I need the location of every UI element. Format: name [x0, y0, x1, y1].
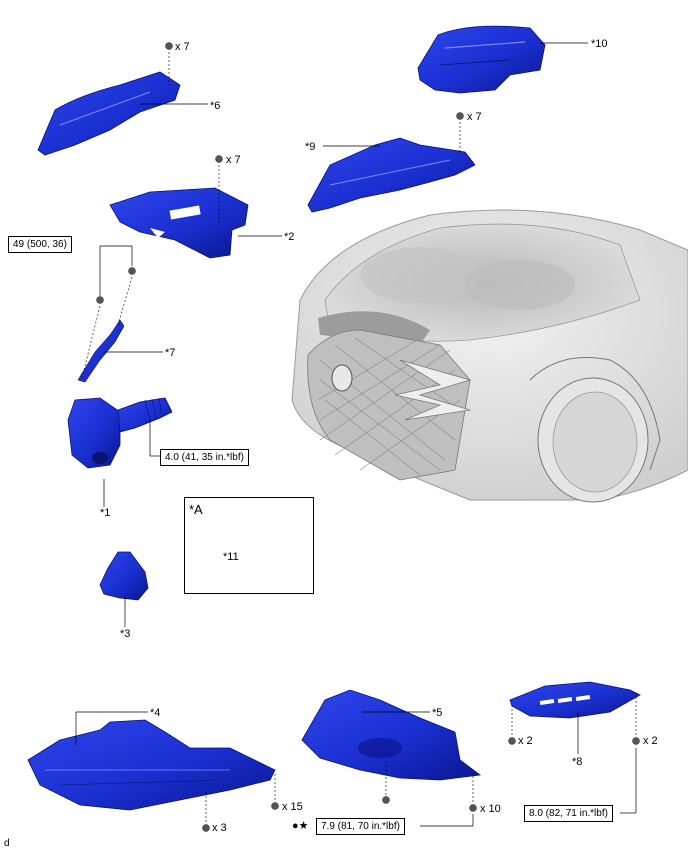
part-label-4: *4: [150, 707, 161, 719]
part-10-engine-cover: [417, 25, 546, 94]
part-3-bracket: [99, 551, 149, 601]
part-label-2: *2: [284, 231, 295, 243]
inset-detail-a: *A *11: [184, 497, 314, 594]
part-8-plate: [509, 681, 641, 719]
vehicle-front-illustration: [291, 209, 688, 503]
illustration-code: d: [4, 838, 10, 849]
part-label-8: *8: [572, 756, 583, 768]
part-1-assembly: [67, 397, 173, 469]
part-label-10: *10: [591, 38, 608, 50]
part-label-6: *6: [210, 100, 221, 112]
part-label-11: *11: [223, 551, 239, 563]
torque-box-1: 4.0 (41, 35 in.*lbf): [160, 449, 249, 466]
torque-box-5: 7.9 (81, 70 in.*lbf): [316, 818, 405, 835]
quantity-label-8b: x 2: [643, 735, 658, 747]
torque-box-8: 8.0 (82, 71 in.*lbf): [524, 805, 613, 822]
part-2-panel: [109, 187, 249, 259]
quantity-label-2: x 7: [226, 154, 241, 166]
leader-lines: [75, 42, 637, 827]
part-7-rod: [77, 319, 125, 383]
quantity-label-4b: x 15: [282, 801, 303, 813]
part-label-9: *9: [305, 141, 316, 153]
part-label-5: *5: [432, 707, 443, 719]
inset-title: *A: [189, 502, 203, 517]
part-5-undercover: [301, 689, 482, 781]
fastener-dash-lines: [81, 52, 637, 822]
quantity-label-8a: x 2: [518, 735, 533, 747]
part-label-3: *3: [120, 628, 131, 640]
quantity-label-9: x 7: [467, 111, 482, 123]
part-label-7: *7: [165, 347, 176, 359]
part-9-cover: [307, 137, 476, 213]
part-label-1: *1: [100, 507, 111, 519]
fastener-clips: [96, 42, 640, 832]
dot-star-symbol: ●★: [292, 820, 309, 832]
torque-box-7: 49 (500, 36): [8, 236, 72, 253]
part-6-side-cover: [37, 71, 181, 156]
quantity-label-4a: x 3: [212, 822, 227, 834]
quantity-label-6: x 7: [175, 41, 190, 53]
part-4-undercover: [27, 719, 276, 811]
quantity-label-5: x 10: [480, 803, 501, 815]
